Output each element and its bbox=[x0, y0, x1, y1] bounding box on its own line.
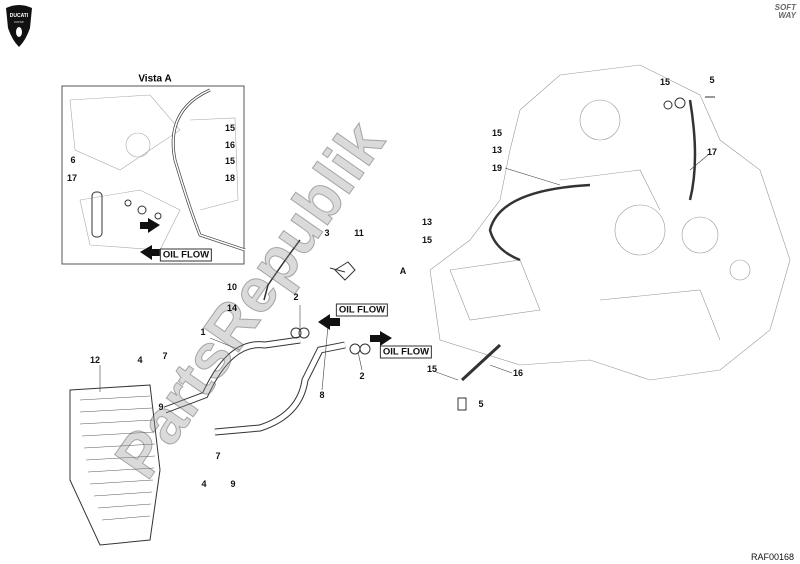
callout: 3 bbox=[324, 228, 330, 238]
svg-text:corse: corse bbox=[14, 19, 25, 24]
callout: 1 bbox=[200, 327, 206, 337]
callout: 16 bbox=[512, 368, 524, 378]
callout: 15 bbox=[224, 156, 236, 166]
callout: 9 bbox=[230, 479, 236, 489]
callout: 5 bbox=[709, 75, 715, 85]
callout: 15 bbox=[426, 364, 438, 374]
callout: 13 bbox=[421, 217, 433, 227]
callout: 10 bbox=[226, 282, 238, 292]
callout: 12 bbox=[89, 355, 101, 365]
callout: 8 bbox=[319, 390, 325, 400]
callout: 2 bbox=[293, 292, 299, 302]
callout: 4 bbox=[201, 479, 207, 489]
callout: 4 bbox=[137, 355, 143, 365]
callout: 19 bbox=[491, 163, 503, 173]
oil-flow-label: OIL FLOW bbox=[379, 345, 433, 359]
callout: 11 bbox=[354, 228, 364, 238]
inset-frame bbox=[61, 85, 245, 265]
oil-flow-label: OIL FLOW bbox=[335, 303, 389, 317]
callout: 17 bbox=[706, 147, 718, 157]
callout: 15 bbox=[224, 123, 236, 133]
svg-text:DUCATI: DUCATI bbox=[10, 13, 29, 19]
callout: 15 bbox=[659, 77, 671, 87]
oil-flow-label: OIL FLOW bbox=[159, 248, 213, 262]
callout: 5 bbox=[478, 399, 484, 409]
drawing-code: RAF00168 bbox=[750, 552, 794, 562]
callout: 7 bbox=[162, 351, 168, 361]
callout: 9 bbox=[158, 402, 164, 412]
callout: 15 bbox=[491, 128, 503, 138]
callout: 6 bbox=[70, 155, 76, 165]
callout: 16 bbox=[224, 140, 236, 150]
callout: 15 bbox=[421, 235, 433, 245]
callout: 2 bbox=[359, 371, 365, 381]
callout: 13 bbox=[491, 145, 503, 155]
callout: 14 bbox=[226, 303, 238, 313]
inset-title: Vista A bbox=[138, 73, 172, 85]
callout: 7 bbox=[215, 451, 221, 461]
callout: 18 bbox=[224, 173, 236, 183]
view-a-marker: A bbox=[399, 266, 407, 276]
callout: 17 bbox=[66, 173, 78, 183]
